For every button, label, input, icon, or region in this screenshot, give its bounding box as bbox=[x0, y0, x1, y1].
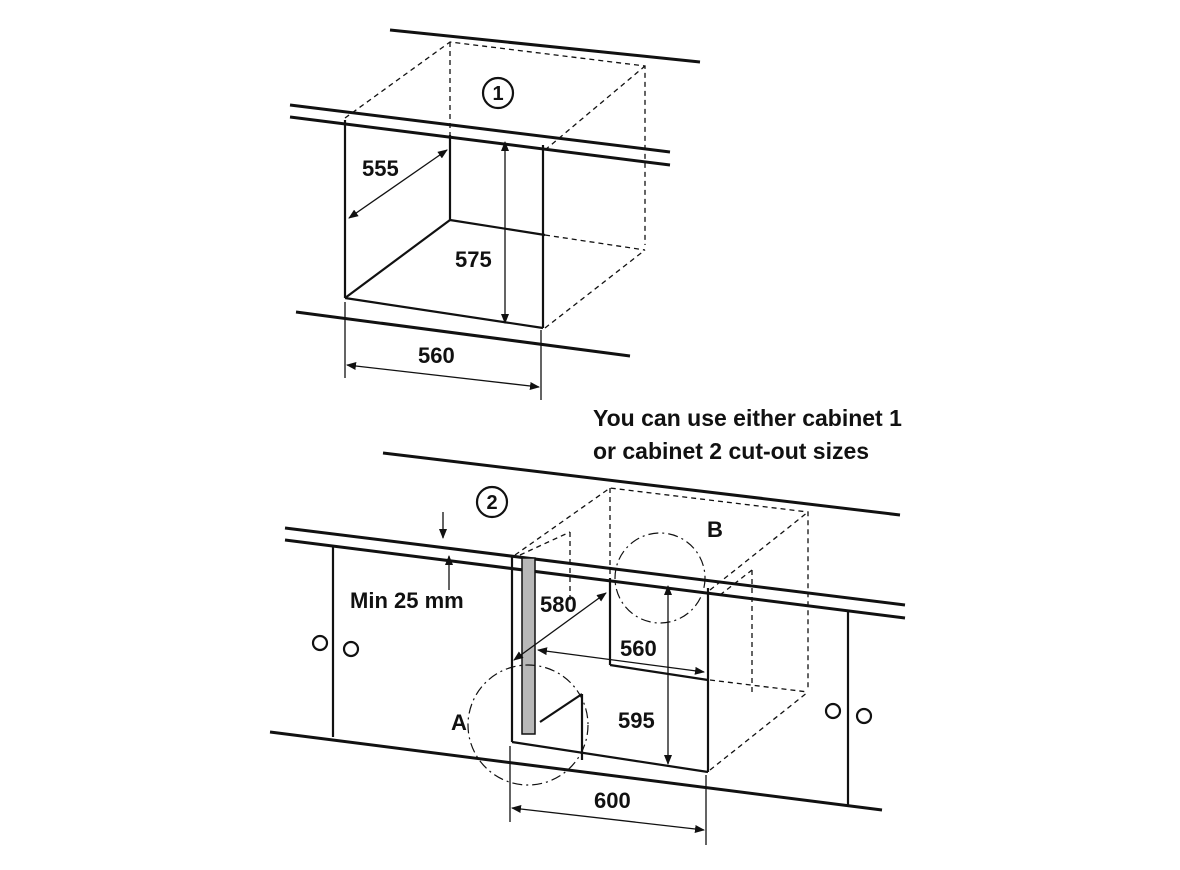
cabinet-1-depth-label: 555 bbox=[362, 156, 399, 181]
depth-arrow-1 bbox=[348, 149, 448, 219]
cabinet-2-drawing: 2 Min 25 mm 580 560 595 600 A B bbox=[269, 451, 906, 845]
cabinet-1-width-label: 560 bbox=[418, 343, 455, 368]
width-arrow-1 bbox=[346, 362, 540, 390]
cabinet-1-number: 1 bbox=[492, 83, 503, 105]
outer-width-arrow-2 bbox=[511, 805, 705, 833]
depth-arrow-2 bbox=[513, 592, 607, 661]
detail-circle-a bbox=[467, 664, 589, 786]
cabinet-2-depth-label: 580 bbox=[540, 592, 577, 617]
detail-circle-b bbox=[614, 532, 706, 624]
inner-width-arrow-2 bbox=[537, 647, 705, 675]
cabinet-1-drawing: 1 555 575 560 bbox=[289, 28, 701, 400]
cabinet-2-outer-width-label: 600 bbox=[594, 788, 631, 813]
note-line-1: You can use either cabinet 1 bbox=[593, 405, 902, 431]
min-gap-label: Min 25 mm bbox=[350, 588, 464, 613]
cabinet-2-badge bbox=[475, 485, 509, 519]
cabinet-1-badge bbox=[481, 76, 515, 110]
cabinet-2-height-label: 595 bbox=[618, 708, 655, 733]
cabinet-1-height-label: 575 bbox=[455, 247, 492, 272]
door-knob-icon bbox=[342, 640, 360, 658]
cabinet-2-inner-width-label: 560 bbox=[620, 636, 657, 661]
door-knob-icon bbox=[855, 707, 873, 725]
note-line-2: or cabinet 2 cut-out sizes bbox=[593, 438, 869, 464]
cabinet-2-number: 2 bbox=[486, 492, 497, 514]
detail-b-label: B bbox=[707, 517, 723, 542]
door-knob-icon bbox=[311, 634, 329, 652]
door-knob-icon bbox=[824, 702, 842, 720]
detail-a-label: A bbox=[451, 710, 467, 735]
